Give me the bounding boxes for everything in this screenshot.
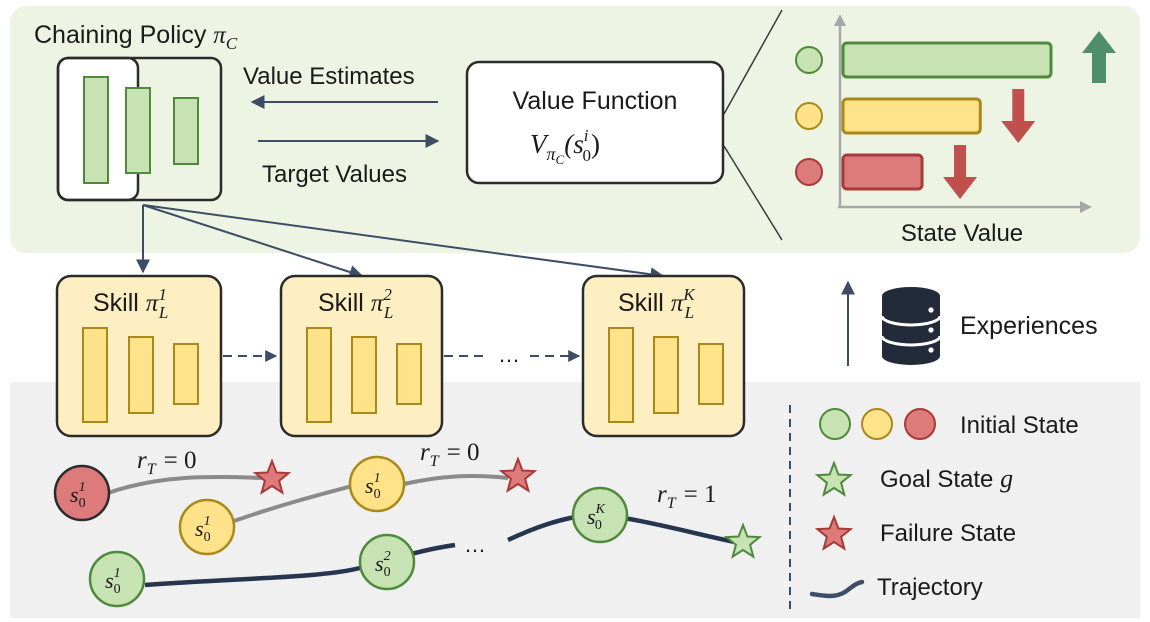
svg-text:s10: s10: [195, 514, 211, 545]
trajectory-ellipsis: …: [464, 532, 486, 557]
trajectory-yellow-lower: [233, 484, 353, 523]
svg-text:Goal State g: Goal State g: [880, 464, 1013, 493]
svg-text:Initial State: Initial State: [960, 412, 1079, 439]
svg-text:Failure State: Failure State: [880, 520, 1016, 547]
value-estimates-label: Value Estimates: [243, 63, 415, 90]
failure-star-1: [252, 458, 292, 495]
legend-failure-state: Failure State: [814, 514, 1016, 551]
chart-trend-arrow-down-yellow: [1001, 89, 1036, 143]
skill-k-bar-2: [653, 336, 679, 414]
reward-label-1: rT= 0: [137, 447, 197, 478]
chart-bar-green: [841, 41, 1053, 79]
failure-star-2: [498, 456, 538, 493]
reward-label-3: rT= 1: [657, 481, 717, 512]
svg-text:sK0: sK0: [587, 502, 606, 533]
chart-trend-arrow-up-green: [1082, 31, 1116, 83]
svg-text:s10: s10: [105, 566, 121, 597]
skill-1-bar-1: [82, 327, 108, 423]
database-icon: [880, 287, 942, 365]
skill-1-bar-3: [173, 343, 199, 405]
policy-label: Chaining Policy πC: [34, 21, 238, 53]
chart-y-axis-head: [834, 14, 846, 26]
chart-x-axis-head: [1080, 201, 1092, 213]
chart-bar-yellow: [841, 97, 982, 135]
skill-2-bar-3: [396, 343, 422, 405]
trajectory-red: [107, 474, 263, 495]
trajectory-success: [144, 542, 456, 588]
value-function-label: Value Function: [513, 87, 678, 115]
skill-2-bar-2: [351, 336, 377, 414]
policy-to-skill-k: [142, 204, 665, 282]
skill-chain-ellipsis: …: [498, 342, 520, 367]
goal-star: [723, 522, 763, 559]
skill-2-bar-1: [306, 327, 332, 423]
legend-initial-state: Initial State: [819, 408, 1079, 440]
zoom-line-bottom: [723, 145, 783, 241]
chart-state-dot-red: [795, 158, 823, 186]
experiences-label: Experiences: [960, 312, 1098, 340]
policy-bar-1: [83, 76, 109, 184]
svg-text:s10: s10: [365, 471, 381, 502]
legend-trajectory: Trajectory: [809, 574, 983, 601]
policy-to-skill-2: [142, 204, 364, 279]
zoom-line-top: [723, 9, 783, 115]
legend-goal-state: Goal State g: [814, 460, 1013, 497]
policy-box-outline: [56, 56, 223, 202]
chart-state-dot-yellow: [795, 102, 823, 130]
skill-k-bar-1: [608, 327, 634, 423]
target-values-label: Target Values: [262, 161, 407, 188]
svg-text:s20: s20: [375, 549, 391, 580]
policy-bar-2: [125, 87, 151, 174]
chart-bar-red: [841, 153, 924, 191]
trajectory-yellow-upper: [403, 474, 509, 486]
skill-1-bar-2: [128, 336, 154, 414]
chart-trend-arrow-down-red: [943, 145, 978, 199]
state-value-chart: State Value: [795, 14, 1116, 247]
svg-text:Trajectory: Trajectory: [877, 574, 983, 601]
chart-xlabel: State Value: [901, 220, 1023, 247]
svg-text:s10: s10: [70, 480, 86, 511]
policy-bar-3: [173, 97, 199, 165]
trajectory-success-end: [507, 514, 736, 545]
skill-k-bar-3: [698, 343, 724, 405]
chart-state-dot-green: [795, 46, 823, 74]
reward-label-2: rT= 0: [420, 439, 480, 470]
value-function-box: [465, 60, 725, 185]
